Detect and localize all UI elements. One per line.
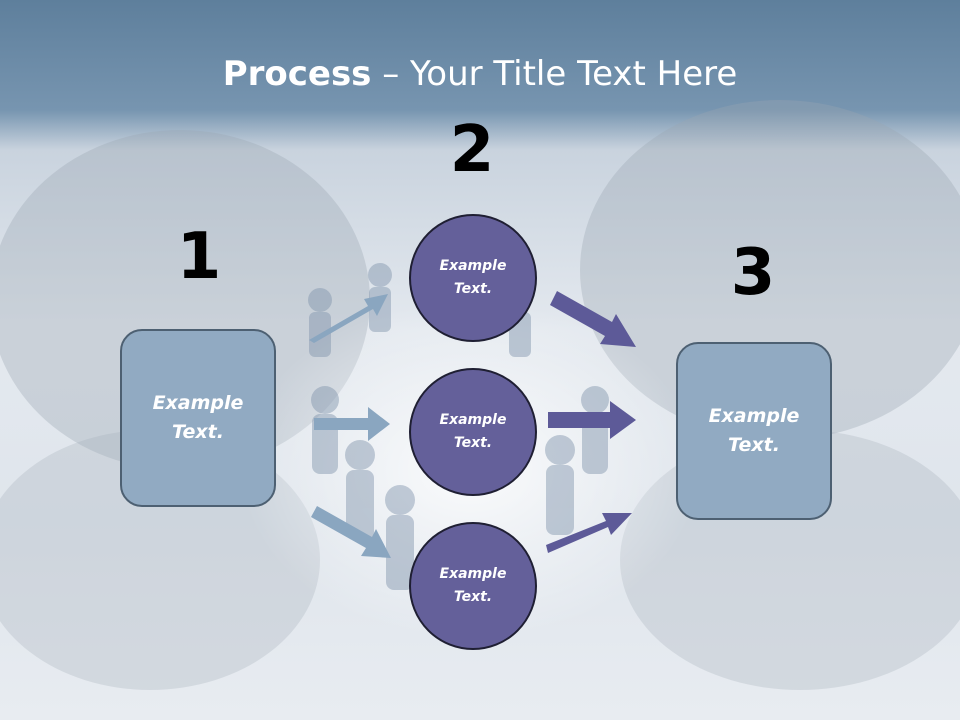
step-number-2: 2 <box>449 113 495 187</box>
right-box-line1: Example <box>708 405 800 427</box>
circle-top-line2: Text. <box>453 281 493 297</box>
step-number-1: 1 <box>176 220 222 294</box>
title-rest: – Your Title Text Here <box>371 54 738 94</box>
left-text-box: Example Text. <box>120 329 276 507</box>
right-box-line2: Text. <box>728 434 780 456</box>
right-text-box: Example Text. <box>676 342 832 520</box>
step-number-3: 3 <box>730 236 776 310</box>
circle-middle-line1: Example <box>439 412 507 428</box>
left-box-line2: Text. <box>172 421 224 443</box>
circle-middle-line2: Text. <box>453 435 493 451</box>
circle-bottom-line1: Example <box>439 566 507 582</box>
circle-middle: Example Text. <box>409 368 537 496</box>
right-hand-shape <box>580 100 960 440</box>
title-bold: Process <box>222 54 372 94</box>
slide-title: Process – Your Title Text Here <box>0 52 960 96</box>
circle-top-line1: Example <box>439 258 507 274</box>
circle-bottom: Example Text. <box>409 522 537 650</box>
circle-top: Example Text. <box>409 214 537 342</box>
circle-bottom-line2: Text. <box>453 589 493 605</box>
left-box-line1: Example <box>152 392 244 414</box>
